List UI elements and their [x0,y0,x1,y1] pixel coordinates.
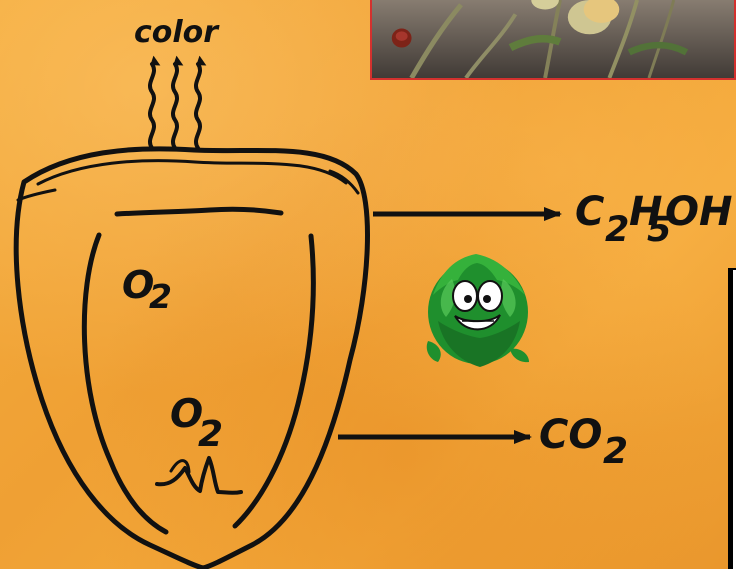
fruit-outline [16,149,367,568]
svg-text:CO: CO [539,412,602,458]
co2-formula: CO 2 [539,412,628,472]
upper-o2-label: O 2 [122,263,172,316]
svg-text:2: 2 [149,277,172,316]
svg-text:2: 2 [605,210,629,250]
color-emission-arrows [150,64,200,148]
svg-text:C: C [575,189,604,235]
svg-text:2: 2 [198,414,223,455]
ethanol-formula: C 2 H 5 OH [575,189,732,250]
lower-o2-label: O 2 [170,392,223,455]
svg-text:OH: OH [665,189,732,235]
artichoke-mascot [427,254,529,367]
svg-text:2: 2 [603,431,628,472]
color-label: color [134,15,220,50]
